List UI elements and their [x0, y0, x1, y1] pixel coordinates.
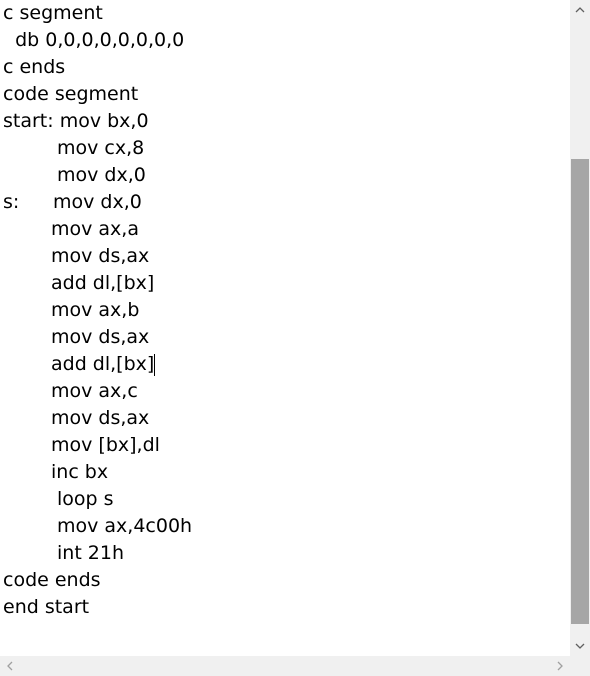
chevron-down-icon: [575, 643, 585, 649]
code-line: loop s: [57, 488, 114, 510]
code-line: inc bx: [51, 461, 109, 483]
code-line: code segment: [3, 83, 139, 105]
code-line: mov cx,8: [57, 137, 145, 159]
code-line: code ends: [3, 569, 101, 591]
code-line: int 21h: [57, 542, 125, 564]
chevron-up-icon: [575, 7, 585, 13]
scroll-right-button[interactable]: [550, 656, 570, 676]
code-line: add dl,[bx]: [51, 272, 155, 294]
code-line: mov ds,ax: [51, 245, 150, 267]
code-line: add dl,[bx]: [51, 353, 155, 375]
code-line: mov ax,b: [51, 299, 140, 321]
code-line: end start: [3, 596, 90, 618]
scroll-left-button[interactable]: [0, 656, 20, 676]
scrollbar-corner: [570, 656, 590, 676]
code-line: mov ds,ax: [51, 326, 150, 348]
horizontal-scrollbar[interactable]: [0, 656, 570, 676]
code-line: db 0,0,0,0,0,0,0,0: [3, 29, 185, 51]
code-line: mov ds,ax: [51, 407, 150, 429]
vertical-scrollbar[interactable]: [570, 0, 590, 656]
code-line: mov ax,c: [51, 380, 138, 402]
code-line: mov dx,0: [53, 191, 142, 213]
vertical-scroll-thumb[interactable]: [571, 159, 589, 624]
code-line: mov [bx],dl: [51, 434, 160, 456]
code-editor[interactable]: c segment db 0,0,0,0,0,0,0,0 c ends code…: [0, 0, 570, 656]
text-caret: [154, 354, 155, 376]
code-line: c segment: [3, 2, 103, 24]
code-line: start: mov bx,0: [3, 110, 149, 132]
code-line: c ends: [3, 56, 66, 78]
code-line: mov dx,0: [57, 164, 146, 186]
code-line: mov ax,4c00h: [57, 515, 193, 537]
chevron-left-icon: [7, 661, 13, 671]
code-label: s:: [3, 191, 20, 213]
scroll-down-button[interactable]: [570, 636, 590, 656]
scroll-up-button[interactable]: [570, 0, 590, 20]
code-line: mov ax,a: [51, 218, 139, 240]
chevron-right-icon: [557, 661, 563, 671]
